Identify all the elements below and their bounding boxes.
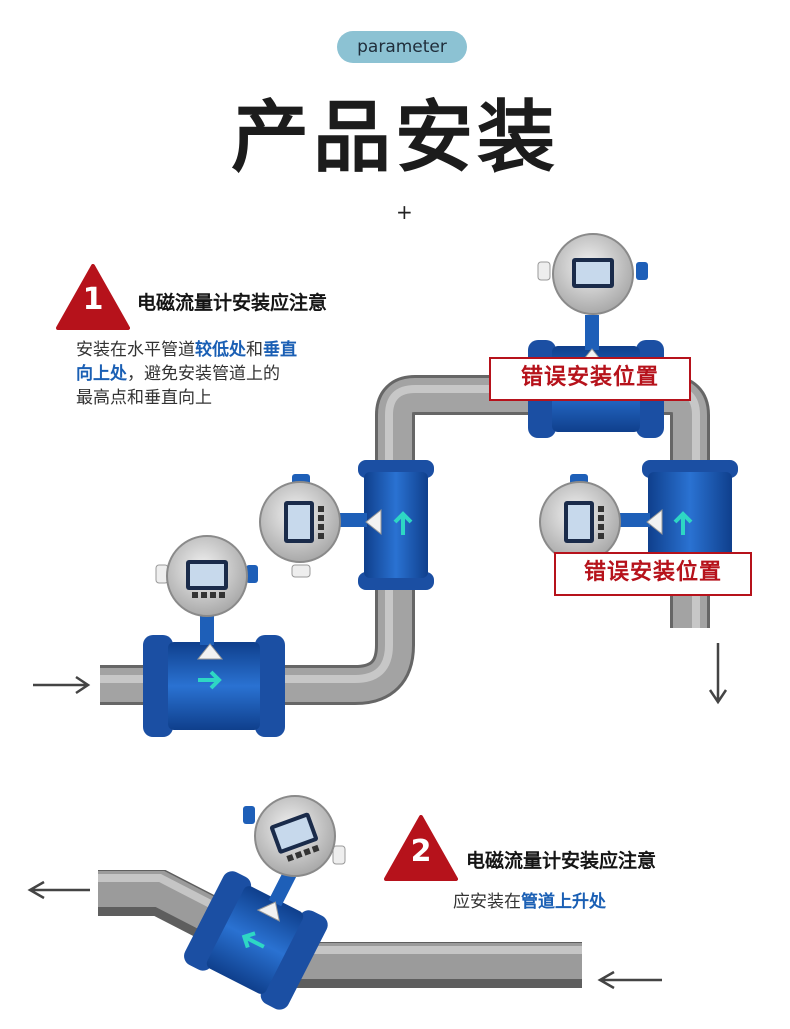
note2-text: 应安装在 [453,892,521,912]
note2-highlight: 管道上升处 [521,892,606,912]
step-number-1: 1 [82,282,104,317]
meter-vertical-up [259,460,434,590]
warning-triangle-icon [384,815,458,881]
note1-body: 安装在水平管道较低处和垂直 向上处，避免安装管道上的 最高点和垂直向上 [76,338,346,410]
wrong-position-label: 错误安装位置 [489,357,691,401]
meter-rising [184,867,328,1010]
note1-heading: 电磁流量计安装应注意 [137,292,328,314]
plus-mark: + [396,200,413,224]
step-number-2: 2 [410,834,432,869]
arrow-up-icon [393,511,413,535]
note2-heading: 电磁流量计安装应注意 [466,850,657,872]
note1-text: 安装在水平管道 [76,340,195,360]
arrow-right-icon [33,675,91,695]
note1-highlight: 向上处 [76,364,127,384]
note1-text: ，避免安装管道上的 [127,364,280,384]
note1-highlight: 较低处 [195,340,246,360]
note1-text: 和 [246,340,263,360]
note1-text: 最高点和垂直向上 [76,388,212,408]
note1-highlight: 垂直 [263,340,297,360]
page-title: 产品安装 [230,93,559,183]
warning-triangle-icon [56,264,130,330]
meter-vertical-down-wrong [539,460,738,588]
meter-top-wrong [528,233,664,438]
arrow-right-icon [198,670,222,690]
arrow-down-icon [708,643,728,705]
arrow-left-icon [597,970,662,990]
note2-body: 应安装在管道上升处 [453,890,606,914]
wrong-position-label: 错误安装位置 [554,552,752,596]
parameter-badge: parameter [337,31,467,63]
arrow-left-icon [241,931,265,949]
arrow-left-icon [27,880,90,900]
meter-horizontal [143,535,285,737]
